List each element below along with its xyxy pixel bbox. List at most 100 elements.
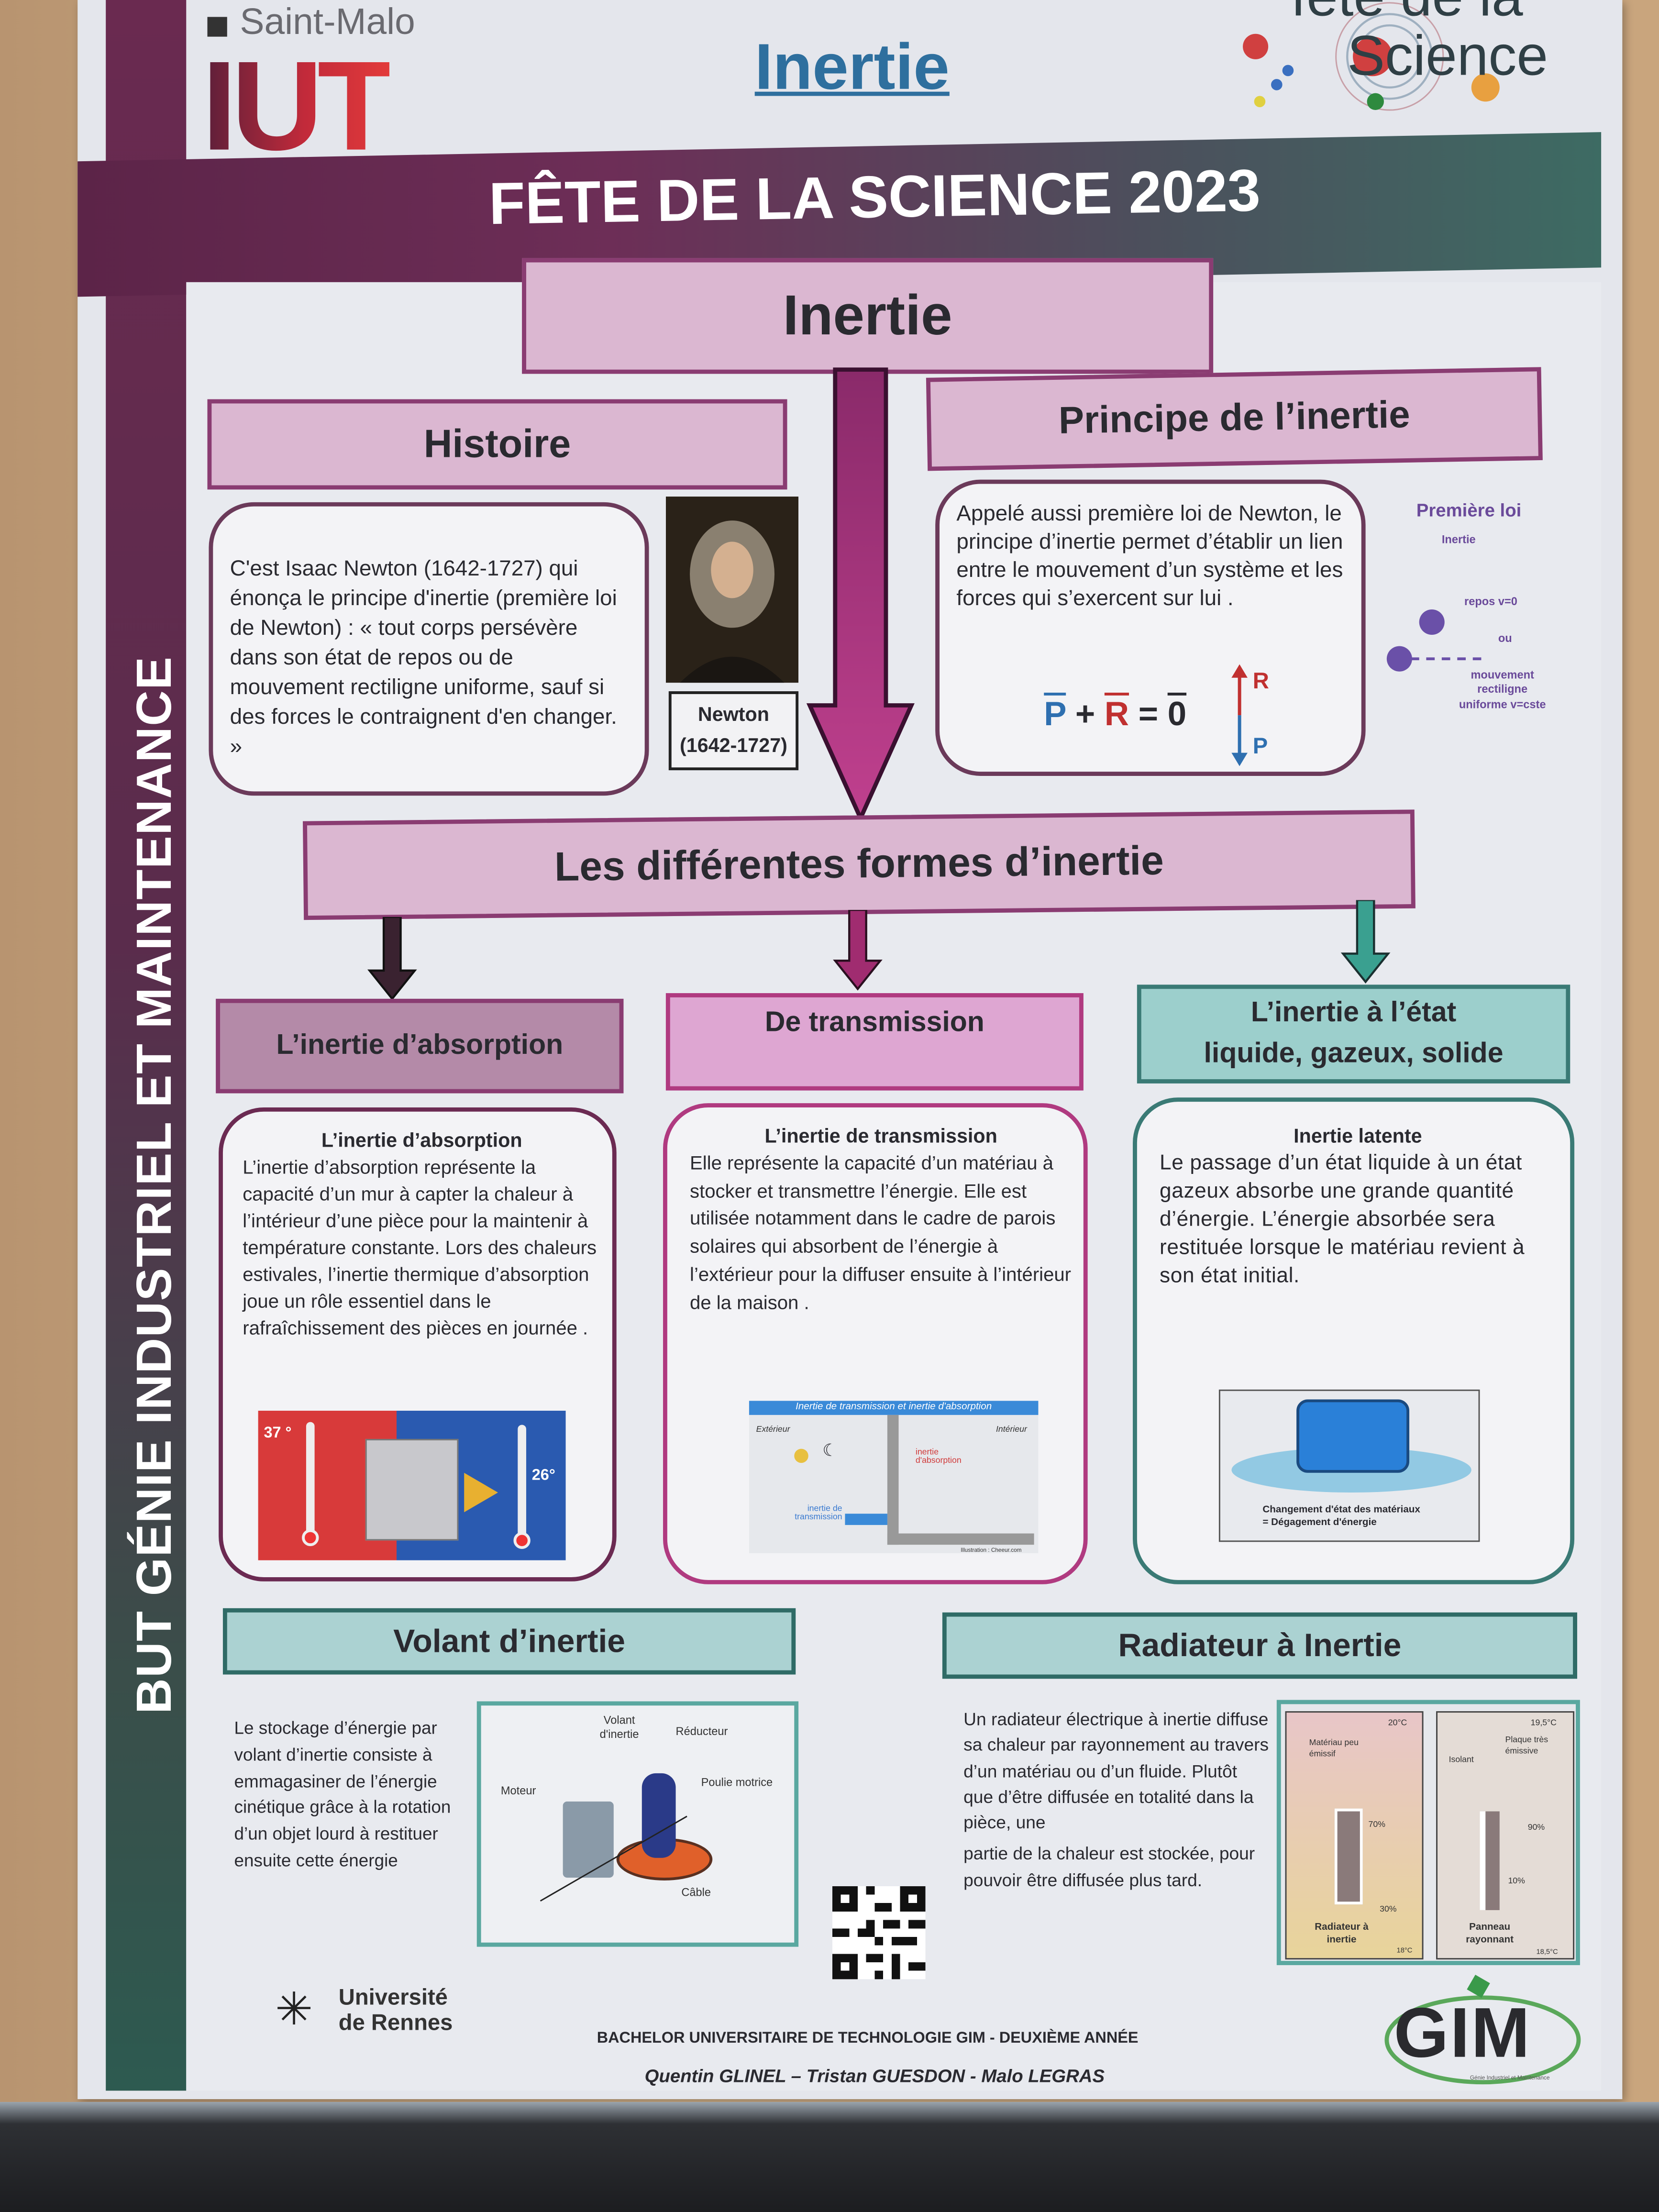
label-volant: Volant d'inertie [599,1714,639,1741]
absorption-subtitle: L’inertie d’absorption [321,1128,522,1151]
iut-city: Saint-Malo [240,0,415,43]
moon-icon: ☾ [822,1440,838,1460]
footer-authors: Quentin GLINEL – Tristan GUESDON - Malo … [644,2065,1105,2087]
absorption-text: L’inertie d’absorption représente la cap… [243,1157,597,1339]
left-bottom-temp: 18°C [1396,1947,1413,1956]
thermometer-icon [306,1422,315,1535]
newton-caption: Newton (1642-1727) [668,691,799,771]
ice-caption-1: Changement d'état des matériaux [1262,1505,1420,1515]
vector-r: R [1104,695,1129,734]
ice-caption: Changement d'état des matériaux = Dégage… [1262,1504,1420,1530]
down-arrow-icon [367,917,417,1001]
gim-logo-swoosh-icon [1384,1974,1581,2085]
fete-logo-text-2: Science [1347,25,1548,88]
formula-plus: + [1075,695,1095,734]
right-plaque: Plaque très émissive [1505,1736,1548,1757]
transmission-header-text: De transmission [764,1007,984,1039]
vertical-band [106,0,187,2091]
big-down-arrow-icon [806,367,915,824]
etat-header-text: L’inertie à l’état liquide, gazeux, soli… [1204,997,1504,1070]
etat-subtitle: Inertie latente [1294,1124,1422,1147]
fig-transmission: inertie de transmission [795,1505,842,1522]
volant-figure: Volant d'inertie Réducteur Poulie motric… [476,1701,799,1947]
fig-title: Inertie de transmission et inertie d'abs… [749,1401,1039,1415]
left-material: Matériau peu émissif [1309,1739,1359,1759]
transmission-arrow-icon [845,1514,887,1525]
universite-rennes-logo-icon: ✳ [275,1983,313,2035]
panneau-rayonnant-panel: 19,5°C Isolant Plaque très émissive 90% … [1436,1711,1575,1960]
left-name: Radiateur à inertie [1315,1923,1369,1946]
ball-rest-icon [1419,609,1445,635]
motor-icon [563,1801,614,1878]
qr-code[interactable] [832,1886,926,1980]
principe-header: Principe de l’inertie [926,367,1543,471]
label-poulie: Poulie motrice [701,1776,773,1789]
transmission-figure: Inertie de transmission et inertie d'abs… [749,1401,1039,1553]
vector-p: P [1044,695,1066,734]
right-pct-bottom: 10% [1508,1878,1525,1886]
volant-title: Volant d’inertie [393,1622,626,1659]
loi-mouvement: mouvement rectiligne uniforme v=cste [1459,668,1546,711]
radiateur-title: Radiateur à Inertie [1118,1626,1402,1663]
absorption-header-text: L’inertie d’absorption [276,1029,564,1061]
radiateur-text-2: partie de la chaleur est stockée, pour p… [963,1844,1255,1890]
ice-figure: Changement d'état des matériaux = Dégage… [1218,1389,1480,1542]
right-name: Panneau rayonnant [1466,1923,1514,1946]
main-title-box: Inertie [522,258,1214,374]
iut-logo: IUT [201,36,395,178]
force-diagram-icon [1231,664,1248,766]
etat-text: Le passage d’un état liquide à un état g… [1160,1151,1525,1289]
right-top-temp: 19,5°C [1530,1719,1557,1728]
ice-cube-icon [1296,1399,1410,1473]
diagram-p-label: P [1252,735,1268,759]
fig-credit: Illustration : Cheeur.com [961,1546,1022,1553]
absorption-header: L’inertie d’absorption [216,998,624,1094]
hot-temp: 37 ° [264,1425,292,1442]
motion-arrow-icon [1410,657,1482,661]
formes-title: Les différentes formes d’inertie [554,839,1164,891]
loi-ou: ou [1498,632,1512,645]
sun-icon [794,1449,808,1463]
main-title: Inertie [783,285,952,347]
transmission-subtitle: L’inertie de transmission [764,1124,997,1147]
background-below-poster [0,2101,1659,2212]
newton-dates: (1642-1727) [679,734,787,757]
newton-name: Newton [697,702,770,725]
histoire-box: C'est Isaac Newton (1642-1727) qui énonç… [209,502,649,796]
label-reducteur: Réducteur [675,1725,728,1738]
reducer-icon [641,1773,676,1858]
gim-logo: GIM [1394,1993,1531,2073]
down-arrow-icon [1340,900,1391,984]
gim-subtitle: Génie Industriel et Maintenance [1470,2074,1550,2081]
iut-logo-square [207,17,227,37]
cold-temp: 26° [531,1467,555,1484]
radiator-icon [1334,1808,1363,1905]
fig-exterieur: Extérieur [756,1426,790,1435]
premiere-loi-diagram: Première loi Inertie repos v=0 ou mouvem… [1382,494,1559,748]
histoire-header: Histoire [207,399,787,490]
loi-title: Première loi [1416,499,1522,521]
volant-text: Le stockage d’énergie par volant d’inert… [234,1718,451,1870]
fete-logo-text-1: fête de la [1291,0,1523,25]
transmission-text: Elle représente la capacité d’un matéria… [690,1152,1072,1313]
principe-box: Appelé aussi première loi de Newton, le … [935,479,1366,776]
left-pct-bottom: 30% [1380,1906,1397,1914]
left-top-temp: 20°C [1388,1719,1407,1728]
loi-subtitle: Inertie [1441,533,1476,546]
right-isolant: Isolant [1449,1756,1474,1765]
down-arrow-icon [833,910,883,991]
label-cable: Câble [681,1886,711,1899]
histoire-text: C'est Isaac Newton (1642-1727) qui énonç… [230,557,617,760]
transmission-box: L’inertie de transmission Elle représent… [663,1103,1088,1584]
radiateur-header: Radiateur à Inertie [942,1612,1577,1679]
formes-header: Les différentes formes d’inertie [303,809,1416,920]
formula-equals: = [1138,695,1159,734]
right-bottom-temp: 18,5°C [1536,1948,1558,1957]
radiateur-inertie-panel: 20°C Matériau peu émissif 70% 30% Radiat… [1285,1711,1424,1960]
loi-repos: repos v=0 [1464,595,1517,608]
ball-moving-icon [1386,646,1412,672]
right-pct-top: 90% [1527,1824,1545,1833]
transmission-header: De transmission [665,993,1084,1091]
wall-icon [887,1415,899,1545]
